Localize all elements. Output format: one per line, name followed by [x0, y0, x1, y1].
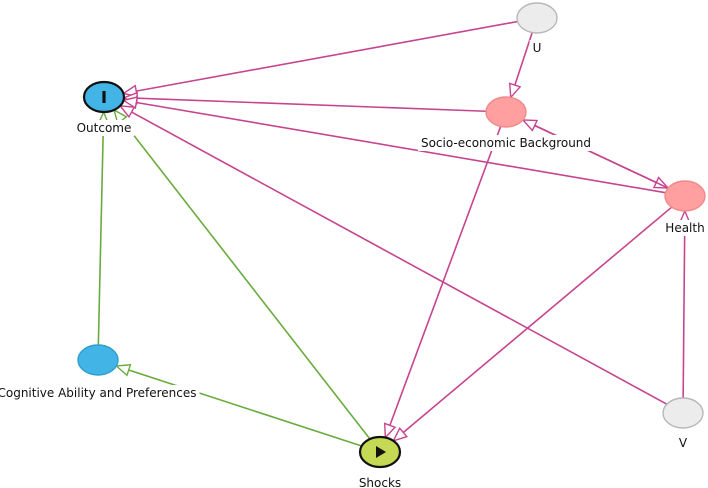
edge-line [136, 97, 487, 113]
node-label-text: Socio-economic Background [421, 136, 591, 150]
edge-line [128, 369, 362, 447]
node-label-shocks: Shocks [355, 475, 405, 488]
node-label-background [529, 40, 545, 56]
edge-health-to-shocks[interactable] [391, 206, 673, 442]
edge-health-to-ses[interactable] [521, 119, 669, 189]
node-label-u: U [529, 40, 545, 56]
edge-line [136, 101, 666, 194]
edge-u-to-outcome[interactable] [121, 20, 518, 98]
node-label-background [675, 435, 691, 451]
node-ses[interactable] [485, 96, 527, 128]
edge-v-to-outcome[interactable] [118, 104, 668, 405]
edge-v-to-health[interactable] [678, 209, 692, 399]
edge-ses-to-shocks[interactable] [383, 126, 502, 440]
arrowhead [118, 104, 136, 119]
node-label-background [0, 385, 200, 401]
arrowhead [114, 363, 132, 377]
edge-ses-to-outcome[interactable] [122, 91, 487, 113]
node-outcome[interactable] [82, 80, 126, 114]
arrowhead [121, 96, 139, 110]
node-label-health: Health [662, 220, 708, 236]
play-icon [376, 446, 386, 458]
node-label-text: V [679, 436, 688, 450]
nodes-layer [77, 2, 706, 469]
node-label-background [355, 475, 405, 488]
edges-layer [96, 20, 692, 447]
node-u[interactable] [516, 2, 558, 34]
edge-line [121, 119, 371, 440]
node-ellipse [664, 180, 706, 212]
arrowhead [521, 119, 539, 132]
node-label-text: Outcome [77, 121, 132, 135]
node-label-ses: Socio-economic Background [417, 135, 595, 151]
node-label-text: Health [665, 221, 704, 235]
edge-u-to-ses[interactable] [508, 32, 533, 100]
node-label-background [417, 135, 595, 151]
node-label-outcome: Outcome [73, 120, 135, 136]
node-label-text: Shocks [359, 476, 401, 488]
edge-line [682, 223, 686, 399]
edge-shocks-to-cog[interactable] [114, 363, 362, 447]
node-label-background [73, 120, 135, 136]
node-label-background [662, 220, 708, 236]
node-ellipse [516, 2, 558, 34]
node-ellipse [77, 344, 119, 376]
node-label-text: U [533, 41, 542, 55]
node-label-v: V [675, 435, 691, 451]
edge-line [131, 111, 668, 405]
edge-line [514, 32, 533, 86]
arrowhead [383, 422, 397, 440]
node-label-cog: Cognitive Ability and Preferences [0, 385, 200, 401]
labels-layer: Outcome U Socio-economic BackgroundHealthC… [0, 40, 708, 488]
node-label-text: Cognitive Ability and Preferences [0, 386, 197, 400]
node-v[interactable] [662, 397, 704, 429]
node-shocks[interactable] [358, 435, 402, 469]
node-cog[interactable] [77, 344, 119, 376]
edge-line [402, 206, 673, 434]
edge-line [136, 20, 518, 92]
node-ellipse [485, 96, 527, 128]
edge-line [534, 124, 669, 189]
edge-cog-to-outcome[interactable] [96, 110, 110, 346]
node-ellipse [662, 397, 704, 429]
edge-health-to-outcome[interactable] [121, 96, 666, 194]
edge-line [97, 124, 105, 346]
node-health[interactable] [664, 180, 706, 212]
arrowhead [391, 426, 409, 442]
bar-icon [102, 91, 106, 103]
arrowhead [508, 82, 522, 100]
edge-line [389, 126, 502, 426]
